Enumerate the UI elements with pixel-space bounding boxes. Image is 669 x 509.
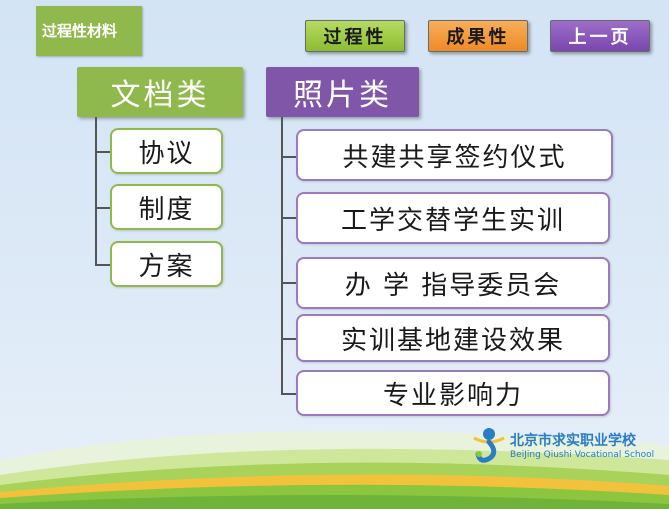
slide-title-tab: 过程性材料 — [36, 6, 142, 56]
school-name-english: BeiJing Qiushi Vocational School — [510, 450, 655, 460]
documents-tree-branch — [95, 207, 110, 209]
document-item-agreement[interactable]: 协议 — [110, 128, 223, 174]
photos-tree-branch — [281, 393, 296, 395]
photo-item-signing-ceremony[interactable]: 共建共享签约仪式 — [296, 129, 613, 181]
result-nav-button[interactable]: 成果性 — [428, 20, 528, 52]
photos-tree-branch — [281, 338, 296, 340]
document-item-regulations[interactable]: 制度 — [110, 184, 223, 230]
decorative-swoosh — [0, 430, 669, 509]
documents-category-heading[interactable]: 文档类 — [77, 67, 243, 117]
documents-tree-branch — [95, 264, 110, 266]
photos-tree-branch — [281, 282, 296, 284]
school-name-chinese: 北京市求实职业学校 — [510, 433, 636, 449]
school-emblem-icon — [473, 428, 505, 463]
documents-tree-line — [95, 117, 97, 265]
previous-page-button[interactable]: 上一页 — [550, 20, 650, 52]
photo-item-work-study-training[interactable]: 工学交替学生实训 — [296, 192, 610, 244]
process-nav-button[interactable]: 过程性 — [305, 20, 405, 52]
photo-item-training-base[interactable]: 实训基地建设效果 — [296, 314, 610, 362]
photos-category-heading[interactable]: 照片类 — [266, 67, 419, 117]
document-item-plan[interactable]: 方案 — [110, 241, 223, 287]
photos-tree-branch — [281, 217, 296, 219]
photos-tree-branch — [281, 156, 296, 158]
photos-tree-line — [281, 117, 283, 394]
photo-item-professional-influence[interactable]: 专业影响力 — [296, 370, 610, 416]
school-logo: 北京市求实职业学校 BeiJing Qiushi Vocational Scho… — [470, 420, 660, 470]
photo-item-steering-committee[interactable]: 办 学 指导委员会 — [296, 257, 610, 309]
documents-tree-branch — [95, 151, 110, 153]
